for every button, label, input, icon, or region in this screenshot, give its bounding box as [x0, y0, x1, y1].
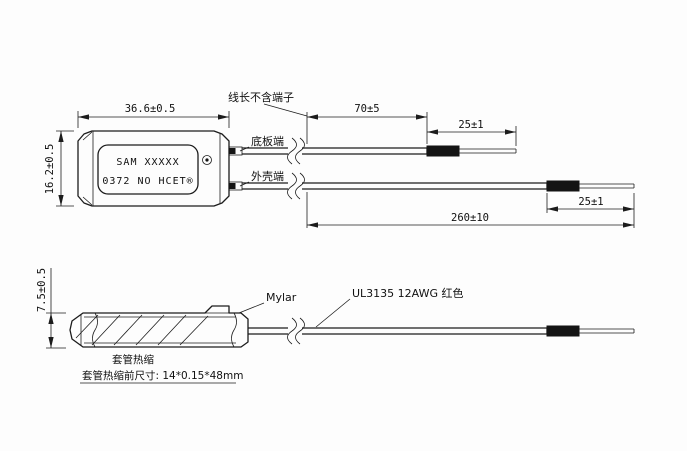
dim-total-length: 260±10	[306, 192, 634, 228]
note-sleeve: 套管热缩	[112, 353, 154, 366]
sleeve-hatch-lines	[75, 314, 209, 346]
sleeve-crinkle-right-icon	[231, 312, 237, 348]
note-sleeve-size: 套管热缩前尺寸: 14*0.15*48mm	[82, 369, 243, 382]
label-wire-spec-leader	[315, 298, 351, 328]
label-wire-spec: UL3135 12AWG 红色	[352, 286, 464, 300]
body-crimp-bevels	[82, 131, 93, 206]
dim-body-height: 16.2±0.5	[44, 130, 74, 207]
wire-top	[242, 137, 517, 165]
wire-bottom-tinned-end	[579, 183, 635, 189]
wire-side-tinned-end	[579, 328, 635, 334]
note-wire-length-leader	[263, 103, 308, 117]
dim-body-height-text: 16.2±0.5	[44, 144, 56, 195]
dim-terminal-bottom-text: 25±1	[578, 196, 603, 208]
terminal-top	[228, 146, 243, 156]
dim-wire-length: 70±5	[306, 103, 428, 144]
label-bottom-wire: 外壳端	[251, 169, 284, 183]
wire-top-break-icon	[287, 137, 305, 165]
dim-side-height: 7.5±0.5	[36, 268, 66, 349]
dim-terminal-bottom: 25±1	[546, 193, 635, 228]
thermostat-body-outline	[77, 130, 230, 207]
side-view: 7.5±0.5 Mylar UL3135 12AWG 红色 套管热缩 套管热缩前…	[36, 268, 635, 384]
label-top-wire-leader	[239, 146, 250, 152]
side-body-outline	[69, 305, 249, 348]
dim-side-height-text: 7.5±0.5	[36, 268, 48, 312]
wire-top-crimp-terminal	[426, 145, 460, 157]
note-wire-length: 线长不含端子	[228, 90, 294, 104]
wire-side	[248, 317, 635, 345]
rivet-hole-icon	[202, 155, 212, 165]
marking-line1: SAM XXXXX	[116, 157, 179, 168]
top-view: SAM XXXXX 0372 NO HCET®	[44, 90, 635, 228]
wire-bottom-break-icon	[287, 172, 305, 200]
dim-wire-length-text: 70±5	[354, 103, 379, 115]
dim-total-length-text: 260±10	[451, 212, 489, 224]
wire-side-break-icon	[287, 317, 305, 345]
wire-bottom	[242, 172, 635, 200]
wire-bottom-crimp-terminal	[546, 180, 580, 192]
dim-body-width: 36.6±0.5	[77, 103, 230, 128]
label-bottom-wire-leader	[239, 181, 250, 187]
wire-top-tinned-end	[459, 148, 517, 154]
terminal-bottom	[228, 181, 243, 191]
label-mylar-leader	[238, 302, 265, 314]
marking-plate	[97, 144, 199, 195]
label-mylar: Mylar	[266, 291, 297, 304]
sleeve-crinkle-left-icon	[92, 312, 98, 348]
label-top-wire: 底板端	[251, 134, 284, 148]
dim-body-width-text: 36.6±0.5	[125, 103, 176, 115]
rivet-hole-center	[205, 158, 209, 162]
dim-terminal-top-text: 25±1	[458, 119, 483, 131]
marking-line2: 0372 NO HCET®	[102, 176, 193, 187]
wire-side-crimp-terminal	[546, 325, 580, 337]
side-inner-lines	[84, 316, 236, 344]
dim-terminal-top: 25±1	[427, 119, 517, 146]
